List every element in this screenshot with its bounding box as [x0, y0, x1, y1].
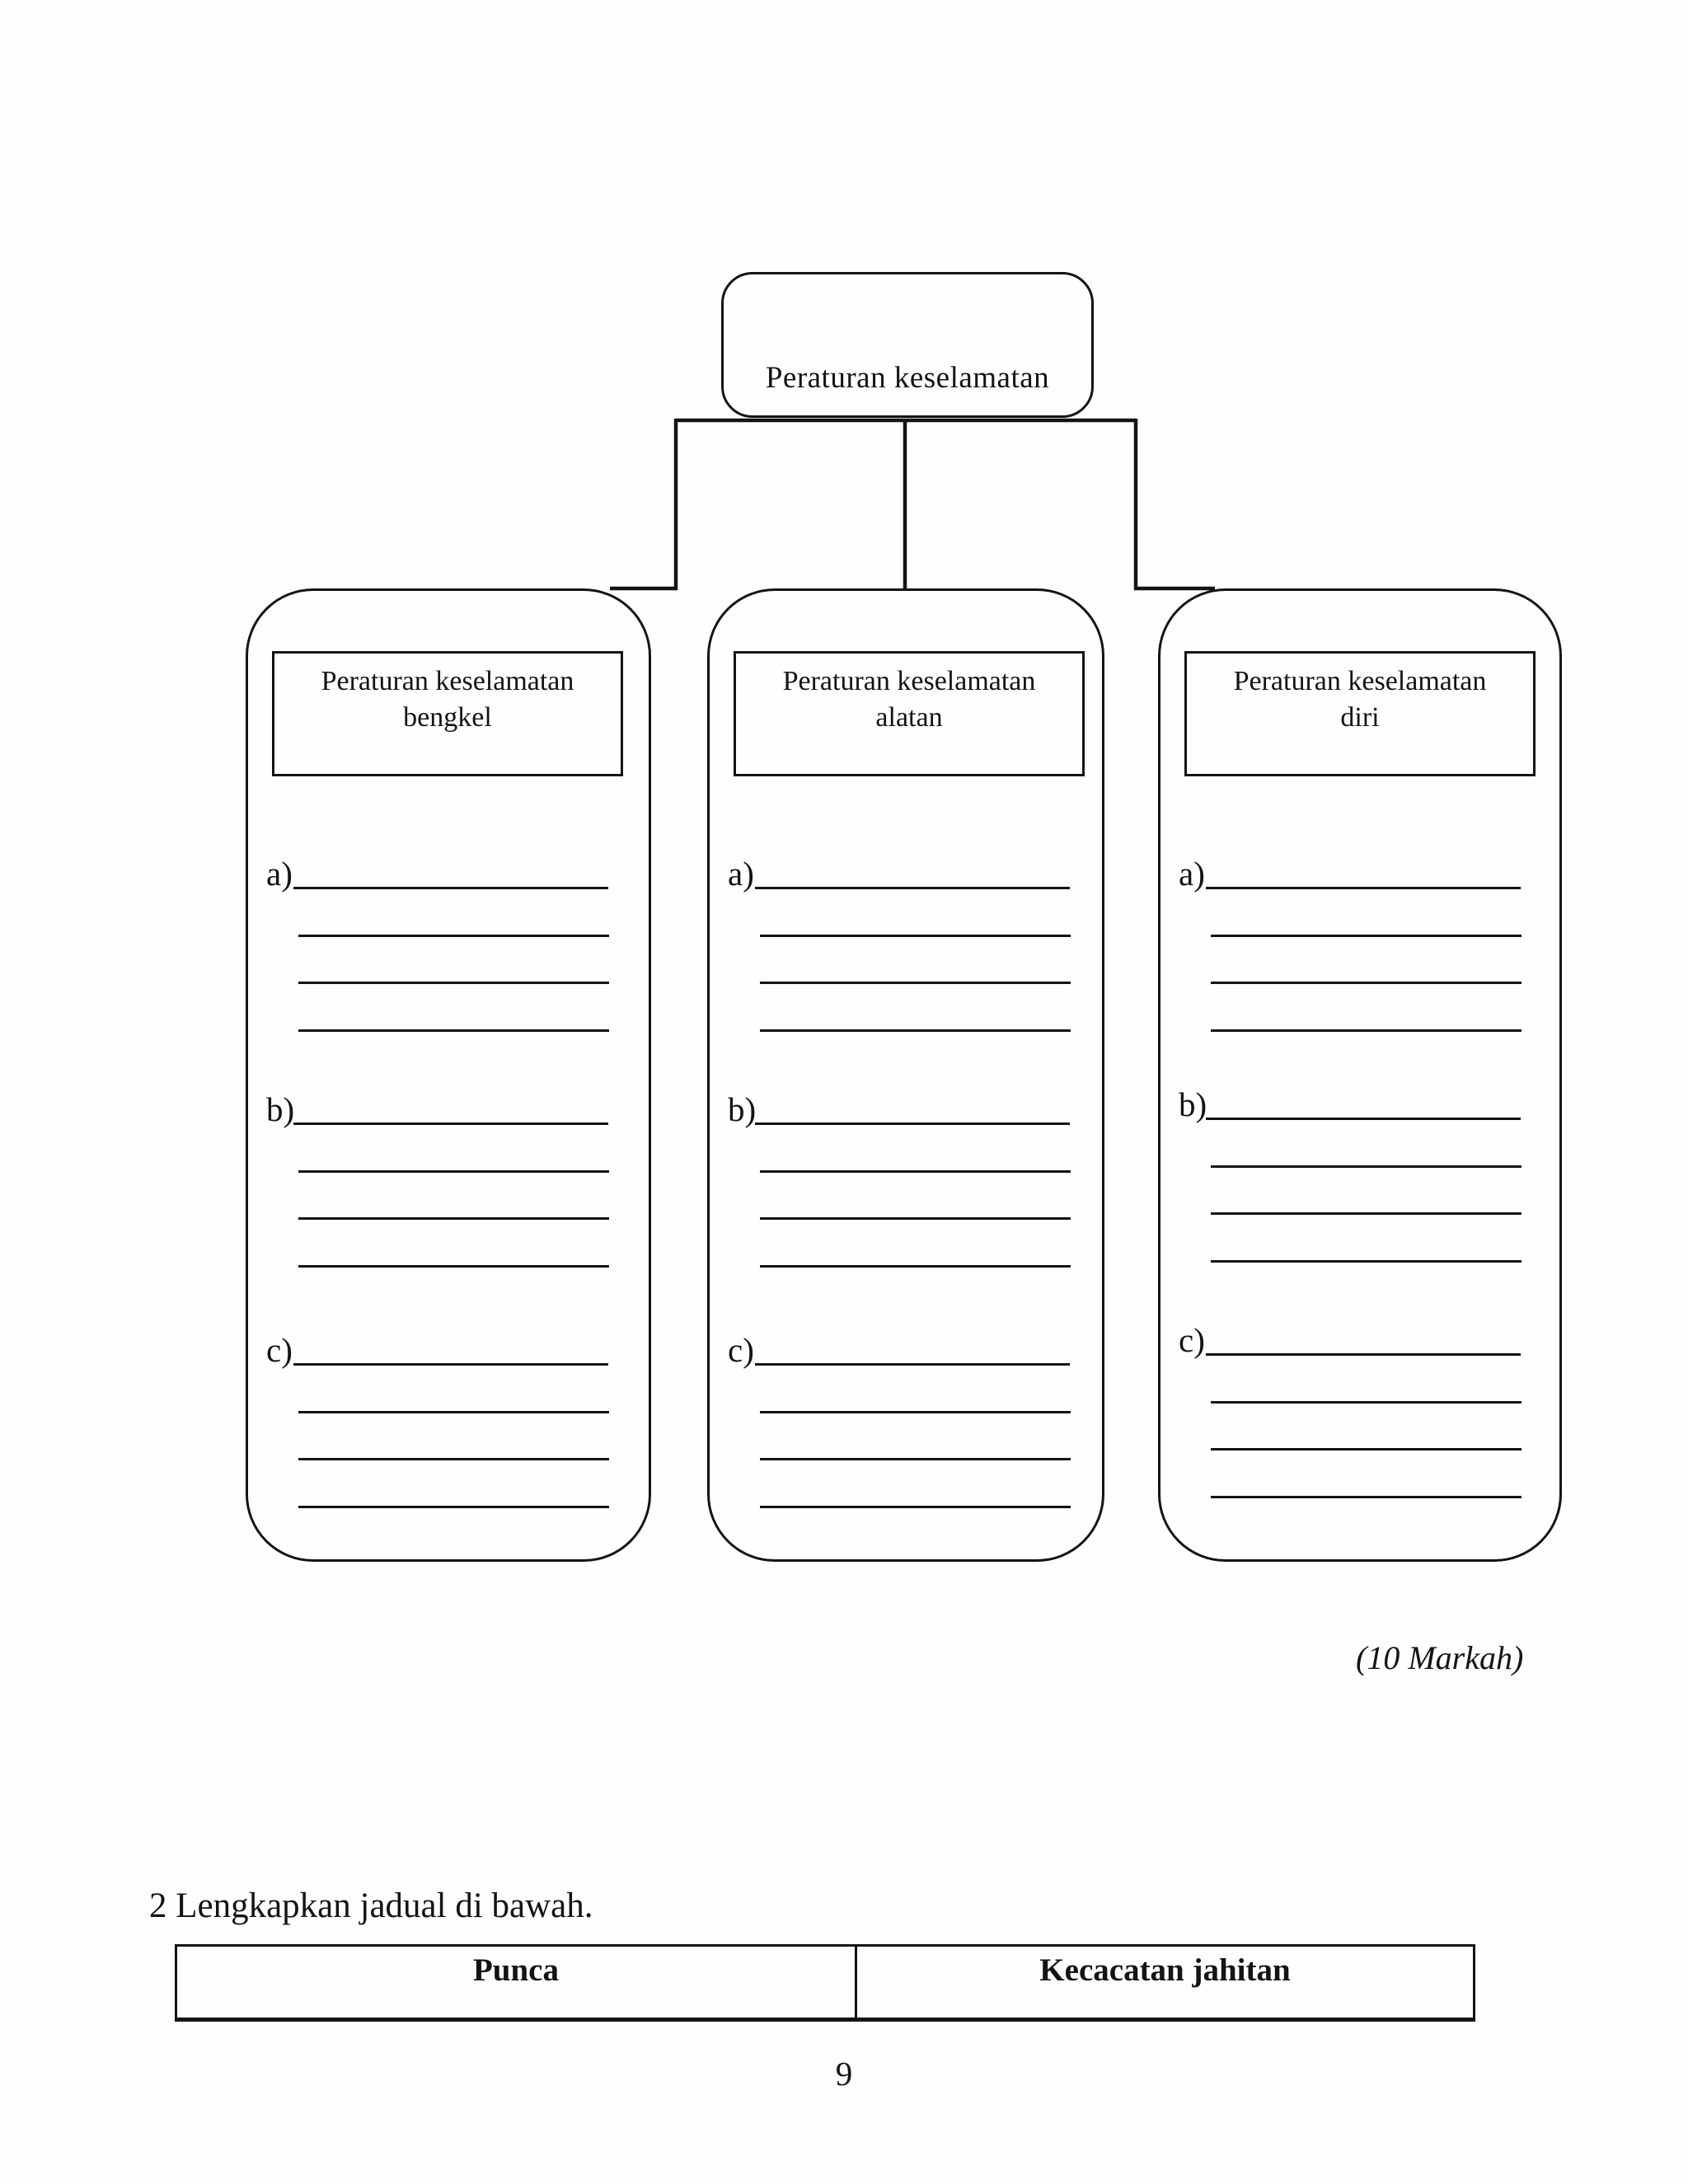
answer-blank-line [760, 1411, 1071, 1413]
answer-blank-line [1211, 1029, 1522, 1032]
answer-blank-line [293, 1363, 608, 1366]
answer-blank-line [298, 982, 609, 984]
answer-blank-line [760, 1265, 1071, 1268]
answer-blank-line [298, 1029, 609, 1032]
diagram-root-node: Peraturan keselamatan [721, 272, 1094, 418]
answer-blank-line [1211, 1401, 1522, 1404]
answer-blank-line [1211, 1212, 1522, 1215]
answer-blank-line [1211, 1496, 1522, 1498]
answer-blank-line [298, 1265, 609, 1268]
answer-blank-line [1211, 935, 1522, 937]
branch-title-line2: alatan [875, 702, 943, 733]
answer-blank-line [760, 982, 1071, 984]
branch-title-line2: diri [1340, 702, 1380, 733]
answer-blank-line [298, 935, 609, 937]
answer-blank-line [1211, 1165, 1522, 1168]
answer-blank-line [755, 887, 1070, 889]
item-label-a: a) [266, 855, 293, 893]
answer-blank-line [1206, 1118, 1521, 1120]
answer-group-b: b) [710, 1090, 1102, 1271]
answer-group-b: b) [1160, 1085, 1559, 1266]
answer-blank-line [293, 1122, 608, 1125]
branch-title-line1: Peraturan keselamatan [321, 666, 574, 696]
branch-title-line1: Peraturan keselamatan [1233, 666, 1487, 696]
branch-title-box-alatan: Peraturan keselamatan alatan [734, 651, 1085, 776]
item-label-a: a) [1179, 855, 1205, 893]
question-2-text: 2 Lengkapkan jadual di bawah. [149, 1886, 593, 1925]
answer-blank-line [293, 887, 608, 889]
item-label-c: c) [266, 1331, 293, 1369]
diagram-branch-alatan: Peraturan keselamatan alatan a) b) c) [707, 588, 1104, 1562]
marks-note: (10 Markah) [1356, 1639, 1524, 1676]
item-label-a: a) [728, 855, 754, 893]
answer-blank-line [760, 935, 1071, 937]
diagram-branch-bengkel: Peraturan keselamatan bengkel a) b) c) [246, 588, 651, 1562]
answer-group-c: c) [1160, 1321, 1559, 1502]
item-label-c: c) [1179, 1321, 1205, 1359]
branch-title-line1: Peraturan keselamatan [782, 666, 1036, 696]
answer-blank-line [1211, 982, 1522, 984]
answer-blank-line [298, 1458, 609, 1460]
answer-blank-line [760, 1029, 1071, 1032]
answer-blank-line [760, 1217, 1071, 1220]
branch-title-box-diri: Peraturan keselamatan diri [1184, 651, 1536, 776]
answer-group-b: b) [248, 1090, 649, 1271]
answer-blank-line [1206, 887, 1521, 889]
answer-blank-line [298, 1170, 609, 1173]
answer-blank-line [298, 1411, 609, 1413]
table-header-punca: Punca [177, 1947, 857, 2018]
question-2-table: Punca Kecacatan jahitan [175, 1944, 1475, 2022]
answer-group-c: c) [248, 1331, 649, 1511]
item-label-c: c) [728, 1331, 754, 1369]
answer-blank-line [298, 1217, 609, 1220]
answer-group-c: c) [710, 1331, 1102, 1511]
answer-group-a: a) [710, 855, 1102, 1035]
answer-blank-line [755, 1363, 1070, 1366]
answer-blank-line [760, 1170, 1071, 1173]
diagram-branch-diri: Peraturan keselamatan diri a) b) c) [1158, 588, 1562, 1562]
item-label-b: b) [1179, 1085, 1207, 1123]
answer-group-a: a) [1160, 855, 1559, 1035]
answer-blank-line [1211, 1260, 1522, 1263]
item-label-b: b) [728, 1090, 757, 1128]
root-node-label: Peraturan keselamatan [765, 361, 1050, 395]
answer-blank-line [755, 1122, 1070, 1125]
answer-blank-line [760, 1458, 1071, 1460]
item-label-b: b) [266, 1090, 295, 1128]
answer-blank-line [1206, 1353, 1521, 1356]
answer-group-a: a) [248, 855, 649, 1035]
answer-blank-line [1211, 1448, 1522, 1451]
branch-title-box-bengkel: Peraturan keselamatan bengkel [272, 651, 623, 776]
answer-blank-line [760, 1506, 1071, 1508]
branch-title-line2: bengkel [403, 702, 492, 733]
answer-blank-line [298, 1506, 609, 1508]
table-header-kecacatan-jahitan: Kecacatan jahitan [1039, 1952, 1291, 1988]
page-number: 9 [835, 2055, 853, 2093]
